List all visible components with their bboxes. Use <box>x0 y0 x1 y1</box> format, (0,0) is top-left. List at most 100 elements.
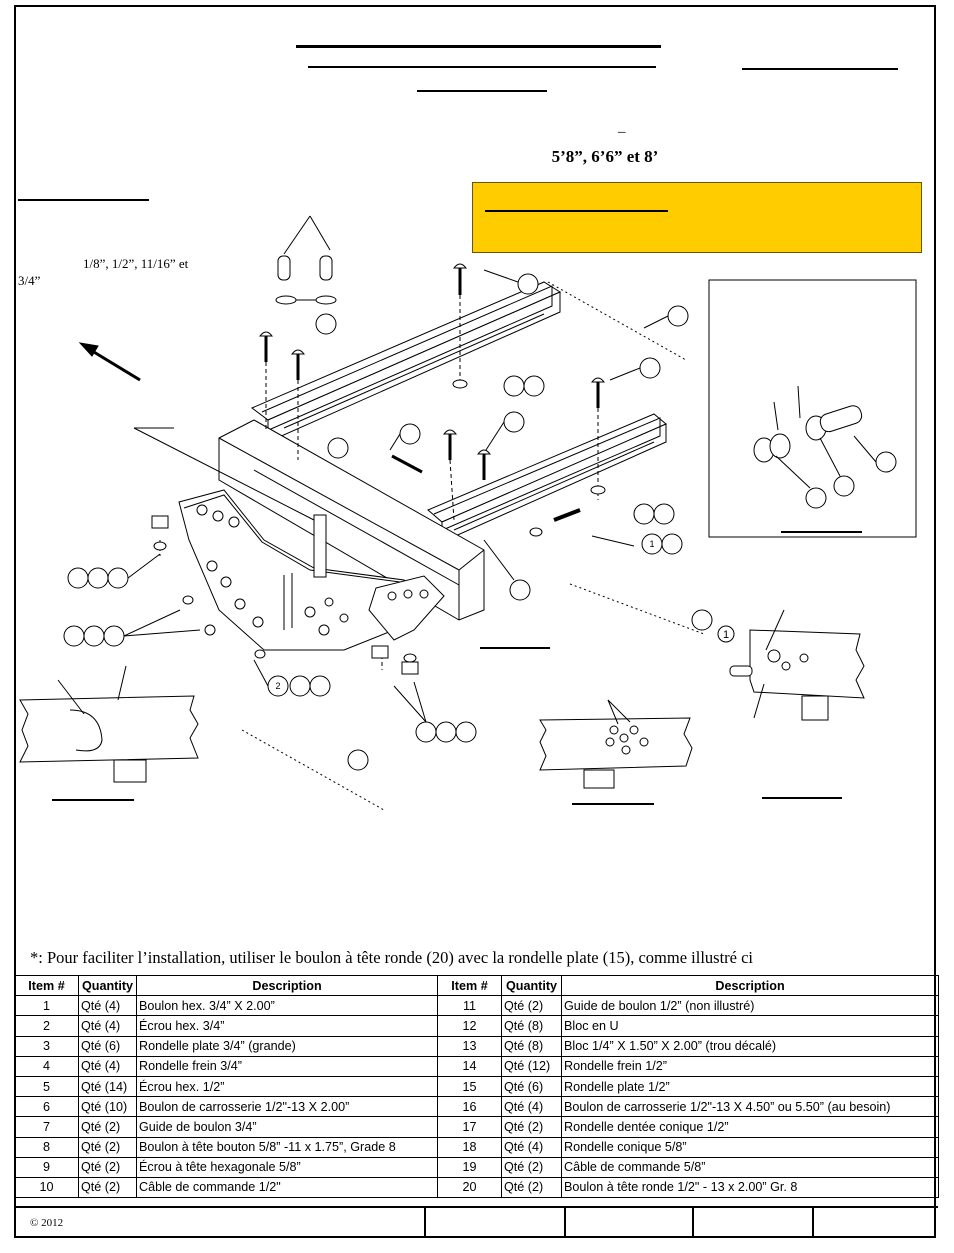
quantity-cell: Qté (10) <box>78 1096 137 1118</box>
bolt-sizes-note-cont: 3/4” <box>18 273 41 288</box>
description-cell: Boulon à tête ronde 1/2" - 13 x 2.00” Gr… <box>561 1176 939 1199</box>
frame-detail-right <box>729 609 865 799</box>
footer-cell <box>814 1208 938 1238</box>
item-number-cell: 19 <box>437 1156 502 1178</box>
quantity-cell: Qté (2) <box>78 1176 137 1199</box>
carriage-bolts <box>258 263 606 480</box>
description-cell: Câble de commande 5/8” <box>561 1156 939 1178</box>
quantity-cell: Qté (6) <box>501 1075 562 1098</box>
header-item: Item # <box>14 974 79 997</box>
footer-cell-copyright: © 2012 <box>14 1208 426 1238</box>
title-rule-1 <box>296 45 661 48</box>
quantity-cell: Qté (8) <box>501 1035 562 1057</box>
quantity-cell: Qté (4) <box>501 1136 562 1158</box>
description-cell: Bloc en U <box>561 1015 939 1037</box>
detail-inset <box>708 279 917 538</box>
item-number-cell: 15 <box>437 1075 502 1098</box>
callout-1: 1 <box>649 539 654 549</box>
item-number-cell: 4 <box>14 1055 79 1077</box>
quantity-cell: Qté (12) <box>501 1055 562 1077</box>
install-footnote: *: Pour faciliter l’installation, utilis… <box>30 948 754 967</box>
side-bracket <box>368 575 445 641</box>
quantity-cell: Qté (2) <box>501 995 562 1017</box>
header-description: Description <box>136 974 438 997</box>
frame-detail-middle <box>539 699 693 805</box>
quantity-cell: Qté (4) <box>78 995 137 1017</box>
cable-lines <box>241 281 705 811</box>
item-number-cell: 16 <box>437 1096 502 1118</box>
quantity-cell: Qté (8) <box>501 1015 562 1037</box>
quantity-cell: Qté (2) <box>78 1156 137 1178</box>
callout-labels: 1 2 1 <box>275 539 729 691</box>
footer-cell <box>566 1208 694 1238</box>
quantity-cell: Qté (4) <box>78 1055 137 1077</box>
item-number-cell: 10 <box>14 1176 79 1199</box>
assembly-diagram: 1 2 1 <box>19 215 917 811</box>
title-rule-4 <box>417 90 547 92</box>
parts-header-row: Item # Quantity Description Item # Quant… <box>14 974 939 997</box>
item-number-cell: 17 <box>437 1116 502 1138</box>
quantity-cell: Qté (6) <box>78 1035 137 1057</box>
item-number-cell: 12 <box>437 1015 502 1037</box>
quantity-cell: Qté (2) <box>501 1156 562 1178</box>
item-number-cell: 1 <box>14 995 79 1017</box>
description-cell: Écrou hex. 1/2” <box>136 1075 438 1098</box>
description-cell: Rondelle dentée conique 1/2” <box>561 1116 939 1138</box>
round-head-bolts <box>275 215 337 305</box>
item-number-cell: 5 <box>14 1075 79 1098</box>
bolt-sizes-note: 1/8”, 1/2”, 11/16” et <box>83 256 189 271</box>
dash-mark: – <box>618 124 626 140</box>
item-number-cell: 3 <box>14 1035 79 1057</box>
description-cell: Rondelle conique 5/8” <box>561 1136 939 1158</box>
quantity-cell: Qté (2) <box>501 1116 562 1138</box>
footer-cell <box>426 1208 566 1238</box>
quantity-cell: Qté (2) <box>78 1116 137 1138</box>
quantity-cell: Qté (2) <box>501 1176 562 1199</box>
warning-rule <box>485 210 668 212</box>
description-cell: Boulon de carrosserie 1/2"-13 X 4.50” ou… <box>561 1096 939 1118</box>
washers <box>151 379 606 675</box>
copyright: © 2012 <box>30 1217 64 1229</box>
quantity-cell: Qté (4) <box>501 1096 562 1118</box>
item-number-cell: 18 <box>437 1136 502 1158</box>
description-cell: Boulon à tête bouton 5/8” -11 x 1.75”, G… <box>136 1136 438 1158</box>
description-cell: Rondelle frein 3/4” <box>136 1055 438 1077</box>
page-frame <box>14 5 936 1238</box>
callout-circles <box>63 273 713 771</box>
rail-right <box>427 413 667 543</box>
item-number-cell: 7 <box>14 1116 79 1138</box>
warning-box <box>472 182 922 253</box>
section-rule-left <box>18 199 149 201</box>
header-description-2: Description <box>561 974 939 997</box>
header-quantity-2: Quantity <box>501 974 562 997</box>
quantity-cell: Qté (2) <box>78 1136 137 1158</box>
item-number-cell: 9 <box>14 1156 79 1178</box>
header-quantity: Quantity <box>78 974 137 997</box>
description-cell: Écrou à tête hexagonale 5/8” <box>136 1156 438 1178</box>
leader-lines <box>123 269 669 723</box>
title-rule-2 <box>308 66 656 68</box>
item-number-cell: 11 <box>437 995 502 1017</box>
description-cell: Rondelle plate 3/4” (grande) <box>136 1035 438 1057</box>
description-cell: Câble de commande 1/2" <box>136 1176 438 1199</box>
description-cell: Guide de boulon 3/4” <box>136 1116 438 1138</box>
footer-cell <box>694 1208 814 1238</box>
item-number-cell: 20 <box>437 1176 502 1199</box>
frame-detail-left <box>19 665 199 801</box>
description-cell: Boulon de carrosserie 1/2"-13 X 2.00” <box>136 1096 438 1118</box>
item-number-cell: 8 <box>14 1136 79 1158</box>
header-item-2: Item # <box>437 974 502 997</box>
description-cell: Boulon hex. 3/4” X 2.00” <box>136 995 438 1017</box>
quantity-cell: Qté (4) <box>78 1015 137 1037</box>
item-number-cell: 13 <box>437 1035 502 1057</box>
cross-member <box>218 419 485 621</box>
description-cell: Rondelle plate 1/2” <box>561 1075 939 1098</box>
